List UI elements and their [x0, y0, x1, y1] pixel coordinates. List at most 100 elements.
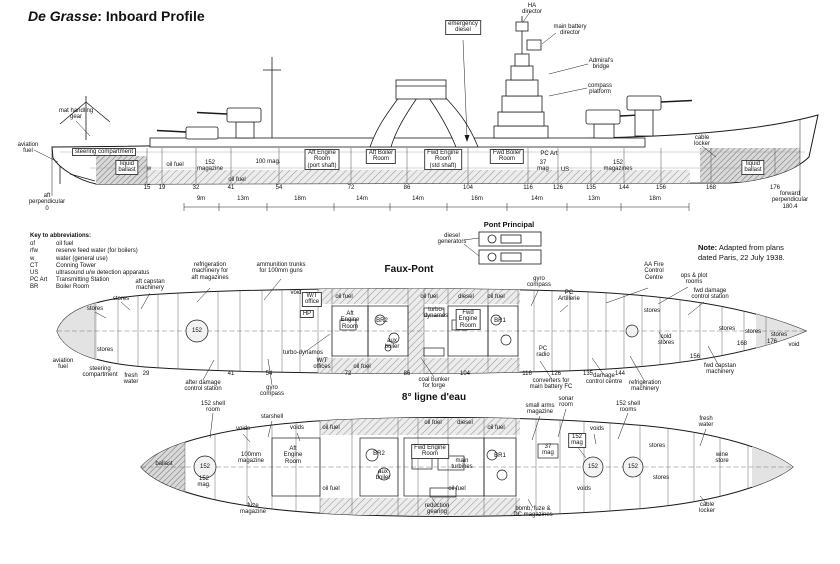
key-abbr: PC Art: [30, 277, 48, 284]
label-voids: voids: [235, 426, 251, 432]
key-abbr: w: [30, 255, 35, 262]
label-wt-offices: W/T offices: [313, 358, 331, 371]
label-compass-platform: compass platform: [587, 83, 613, 96]
label-ha-director: HA director: [521, 3, 543, 16]
station-number: 144: [614, 371, 626, 377]
label-cable-locker: cable locker: [698, 502, 716, 515]
label-aft-engine-room: Aft Engine Room: [283, 446, 303, 465]
label-stores: stores: [112, 296, 130, 302]
station-number: 116: [522, 371, 532, 377]
label-liquid-ballast-aft: liquid ballast: [115, 160, 139, 175]
ha-director-shape: [515, 21, 529, 32]
label-water: w: [146, 166, 152, 172]
label-void: void: [290, 290, 302, 296]
label-bomb-fuze-dc-magazines: bomb, fuze & DC magazines: [513, 506, 553, 519]
station-number: 54: [265, 371, 273, 377]
label-diesel-generators: diesel generators: [437, 233, 467, 246]
label-small-arms-magazine: small arms magazine: [525, 403, 555, 416]
label-152-mag: 152 mag: [568, 433, 586, 448]
key-def: oil fuel: [56, 241, 74, 248]
label-100-mag: 100 mag.: [255, 159, 281, 165]
fwd-turret-lower: [585, 109, 621, 125]
station-number: 135: [585, 185, 597, 191]
label-aux-boiler: aux boiler: [384, 338, 400, 351]
note: Note: Adapted from plans dated Paris, 22…: [698, 243, 832, 263]
label-admirals-bridge: Admiral's bridge: [588, 58, 614, 71]
label-oil-fuel: oil fuel: [322, 486, 340, 492]
label-turbo-dynamos: turbo- dynamos: [423, 307, 449, 320]
label-turbo-dynamos: turbo-dynamos: [282, 350, 324, 356]
label-wt-office: W/T office: [301, 292, 323, 307]
station-number: 144: [618, 185, 630, 191]
dimension-label: 13m: [588, 196, 600, 202]
label-oil-fuel: oil fuel: [420, 294, 438, 300]
key-def: Boiler Room: [56, 284, 90, 291]
dimension-label: 14m: [531, 196, 543, 202]
key-abbr: of: [30, 241, 36, 248]
station-number: 72: [344, 371, 352, 377]
superstructure: [59, 16, 693, 184]
station-number: 41: [227, 371, 235, 377]
station-number: 104: [459, 371, 471, 377]
station-number: 135: [582, 371, 594, 377]
pont-principal-title: Pont Principal: [483, 220, 535, 229]
label-br1: BR1: [494, 318, 506, 324]
label-us: US: [560, 167, 570, 173]
br2-box: [359, 437, 399, 497]
station-number: 19: [158, 185, 166, 191]
station-number: 72: [347, 185, 355, 191]
aft-engine-room-box: [271, 437, 321, 497]
barbette-circle-152: [622, 456, 644, 478]
label-br2: BR2: [373, 451, 385, 457]
label-ops-plot-rooms: ops & plot rooms: [680, 273, 708, 286]
label-station-156: 156: [689, 354, 701, 360]
label-steering-compartment: steering compartment: [71, 148, 137, 157]
br1-box: [487, 305, 519, 357]
diesel-generator-symbol: [487, 252, 497, 262]
label-diesel: diesel: [458, 294, 474, 300]
barbette-circle-152: [582, 456, 604, 478]
station-number: 32: [192, 185, 200, 191]
label-main-turbines: main turbines: [451, 458, 473, 471]
label-barbette-152: 152: [587, 464, 599, 470]
ligne-eau-title: 8° ligne d'eau: [401, 392, 467, 403]
faux-pont-machinery: [94, 278, 720, 386]
label-gyro-compass: gyro compass: [259, 385, 285, 398]
label-ballast: ballast: [155, 461, 173, 467]
label-stores: stores: [770, 332, 788, 338]
label-liquid-ballast-fwd: liquid ballast: [741, 160, 765, 175]
label-pc-art: PC Art: [540, 151, 558, 157]
faux-pont-title: Faux-Pont: [384, 264, 434, 275]
aft-turret-upper: [226, 107, 262, 123]
label-voids: voids: [589, 426, 605, 432]
label-oil-fuel: oil fuel: [166, 162, 184, 168]
label-oil-fuel: oil fuel: [335, 294, 353, 300]
hull-interior: [60, 148, 805, 184]
label-37-mag: 37 mag: [537, 160, 549, 173]
label-152-shell-rooms: 152 shell rooms: [615, 401, 641, 414]
label-mat-handling-gear: mat handling gear: [58, 108, 94, 121]
label-oil-fuel: oil fuel: [228, 177, 246, 183]
label-fwd-capstan-machinery: fwd capstan machinery: [703, 363, 737, 376]
label-oil-fuel: oil fuel: [487, 425, 505, 431]
station-number: 168: [705, 185, 717, 191]
label-station-176: 176: [766, 339, 778, 345]
label-main-battery-director: main battery director: [553, 24, 587, 37]
station-number: 156: [655, 185, 667, 191]
br1-box: [483, 437, 517, 497]
label-starshell: starshell: [260, 414, 284, 420]
barbette-circle: [625, 324, 639, 338]
label-damage-control-centre: damage control centre: [585, 373, 623, 386]
label-stores: stores: [744, 329, 762, 335]
label-br1: BR1: [494, 453, 506, 459]
key-heading: Key to abbreviations:: [30, 233, 92, 239]
note-text: Adapted from plans dated Paris, 22 July …: [698, 243, 785, 262]
label-fresh-water: fresh water: [123, 373, 139, 386]
label-station-168: 168: [736, 341, 748, 347]
station-number: 86: [403, 185, 411, 191]
label-refrigeration-machinery: refrigeration machinery: [628, 380, 662, 393]
label-oil-fuel: oil fuel: [487, 294, 505, 300]
